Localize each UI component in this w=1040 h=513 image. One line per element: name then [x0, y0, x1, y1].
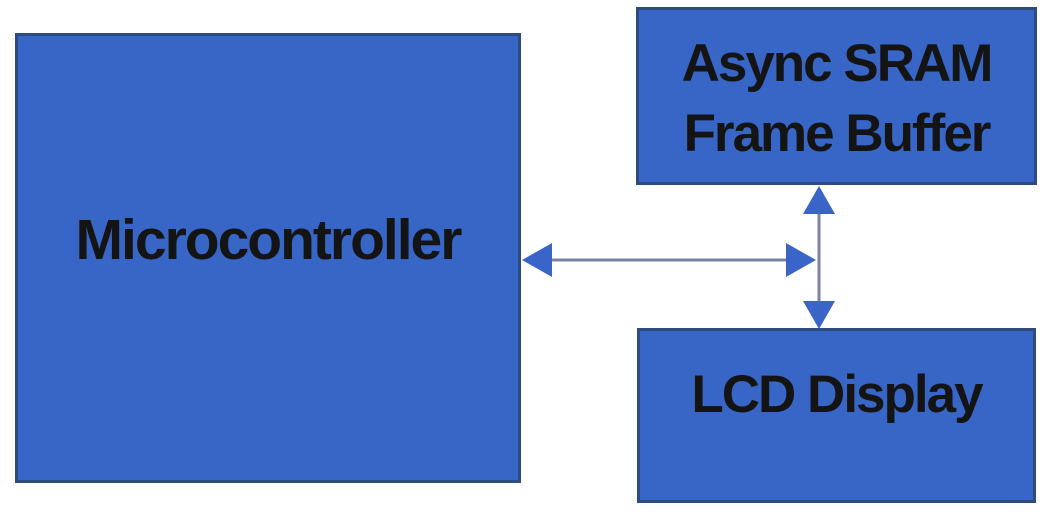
node-microcontroller: Microcontroller — [15, 33, 521, 483]
node-async-sram-label-line2: Frame Buffer — [683, 104, 992, 163]
arrowhead-left-icon — [522, 243, 552, 277]
sram-lcd-arrow — [803, 186, 835, 329]
node-microcontroller-label: Microcontroller — [75, 208, 463, 272]
arrowhead-right-icon — [786, 243, 816, 277]
arrowhead-up-icon — [803, 186, 835, 214]
node-async-sram-label-line1: Async SRAM — [681, 34, 994, 93]
node-lcd-display-label: LCD Display — [691, 365, 983, 424]
arrowhead-down-icon — [803, 301, 835, 329]
mcu-bus-arrow — [522, 243, 816, 277]
node-lcd-display: LCD Display — [637, 328, 1036, 503]
node-async-sram-frame-buffer: Async SRAM Frame Buffer — [636, 7, 1037, 185]
